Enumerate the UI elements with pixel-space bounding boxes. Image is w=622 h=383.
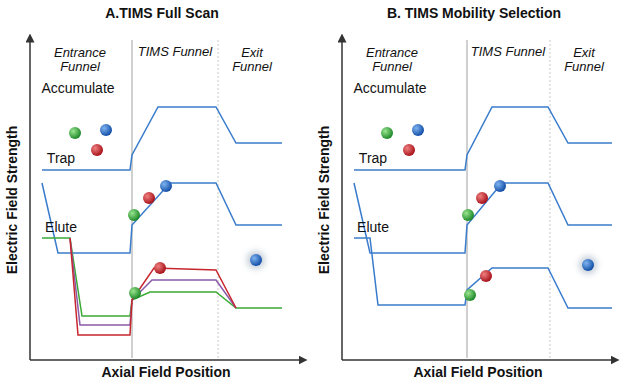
region-header: Exit Funnel [232, 46, 272, 75]
ion [480, 270, 492, 282]
ion [143, 192, 155, 204]
ion-glow [579, 256, 597, 274]
ion [412, 124, 424, 136]
step-label: Elute [357, 220, 389, 235]
field-profile [42, 107, 282, 170]
step-label: Accumulate [353, 81, 426, 96]
ion [381, 127, 393, 139]
region-header: TIMS Funnel [471, 45, 545, 59]
ion [403, 144, 415, 156]
ion [154, 262, 166, 274]
axis-label: Axial Field Position [413, 365, 542, 380]
panel-b [342, 38, 615, 360]
x-axis [30, 359, 303, 361]
ion [69, 127, 81, 139]
ion [100, 124, 112, 136]
region-header: TIMS Funnel [138, 45, 212, 59]
axis-label: Axial Field Position [101, 365, 230, 380]
axis-label: Electric Field Strength [5, 126, 20, 275]
ion [464, 289, 476, 301]
ion [129, 287, 141, 299]
ion [494, 180, 506, 192]
region-divider [467, 40, 468, 358]
ion [476, 192, 488, 204]
region-header: Entrance Funnel [50, 46, 110, 75]
ion [91, 144, 103, 156]
field-profile [70, 238, 236, 335]
field-profile [42, 183, 282, 253]
x-axis [342, 359, 615, 361]
y-axis [29, 38, 31, 360]
axis-label: Electric Field Strength [317, 126, 332, 275]
region-divider [550, 40, 551, 358]
ion [160, 180, 172, 192]
ion-glow [247, 251, 265, 269]
field-profile [70, 238, 236, 325]
step-label: Trap [359, 151, 387, 166]
field-profile [354, 107, 612, 170]
panel-title: A.TIMS Full Scan [105, 6, 219, 21]
region-divider [218, 40, 219, 358]
ion [250, 254, 262, 266]
field-profile [354, 183, 612, 253]
step-label: Trap [47, 151, 75, 166]
panel-title: B. TIMS Mobility Selection [387, 6, 561, 21]
region-header: Entrance Funnel [362, 46, 422, 75]
y-axis [341, 38, 343, 360]
panel-a [30, 38, 303, 360]
region-header: Exit Funnel [564, 46, 604, 75]
step-label: Elute [45, 220, 77, 235]
field-profile [354, 238, 612, 308]
ion [582, 259, 594, 271]
ion [128, 209, 140, 221]
step-label: Accumulate [41, 81, 114, 96]
ion [462, 209, 474, 221]
